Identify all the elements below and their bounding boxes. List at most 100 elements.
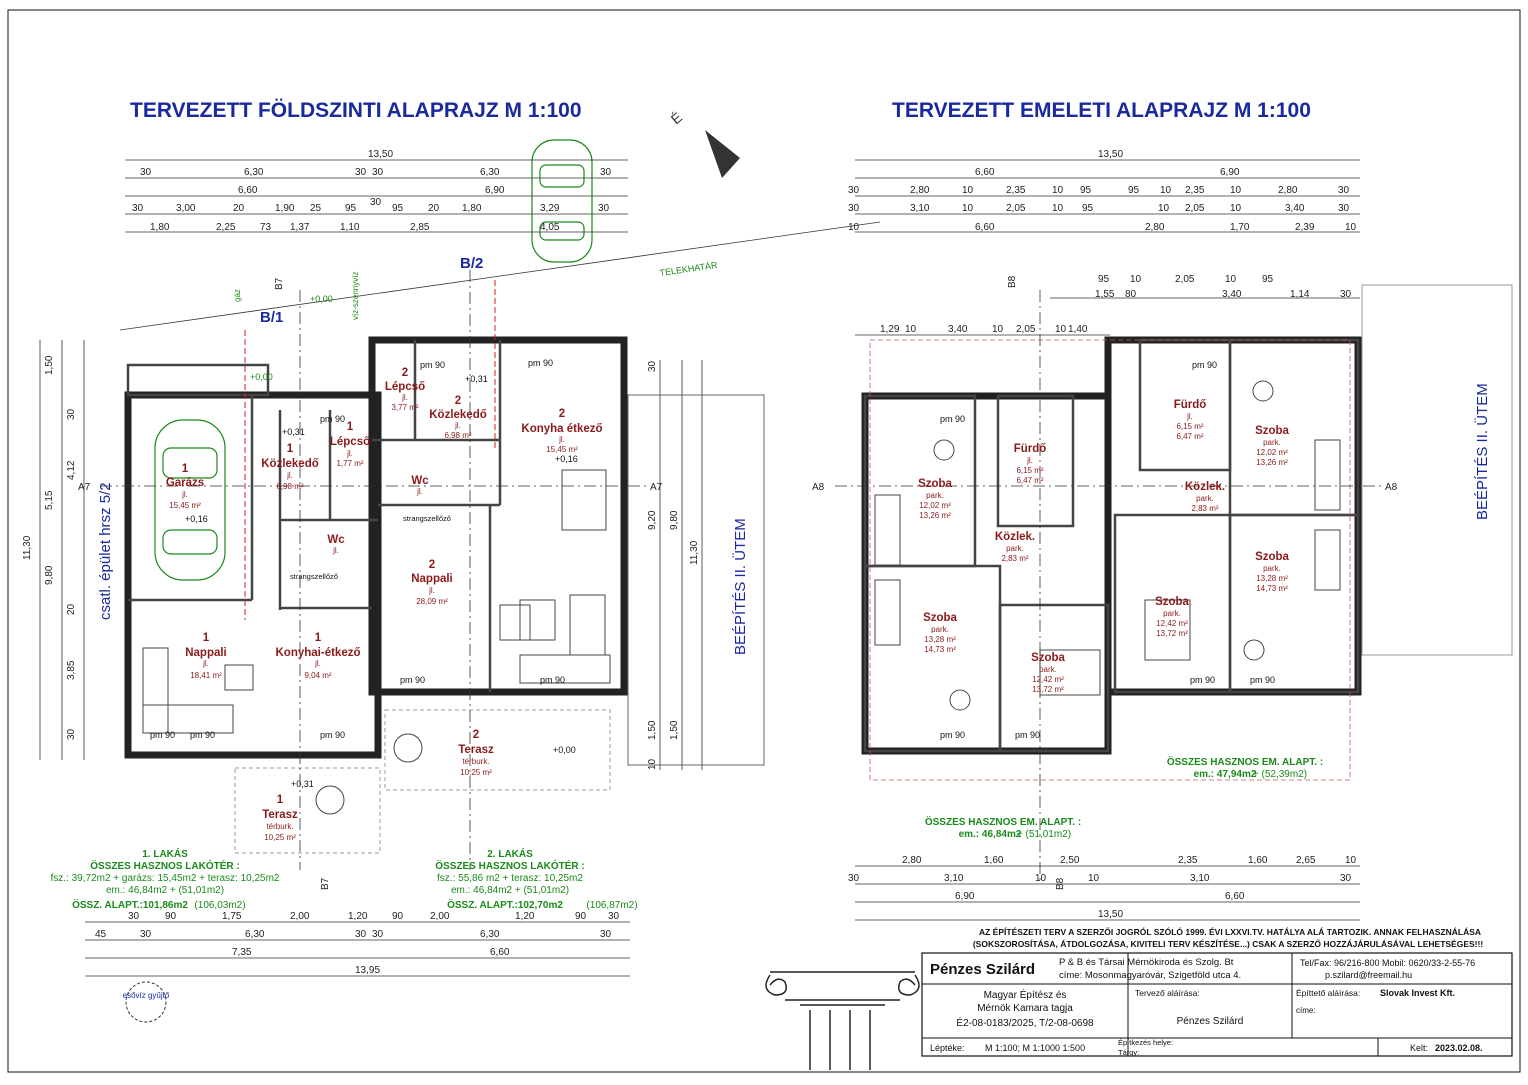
- plan-text-141: jl.: [1026, 456, 1033, 465]
- dim-g-l-1: 30: [66, 408, 77, 420]
- plan-text-128: 10: [1055, 324, 1067, 335]
- plan-text-54: (106,03m2): [194, 900, 245, 911]
- plan-text-33: 1: [203, 632, 210, 644]
- plan-text-10: Lépcső: [330, 436, 370, 448]
- plan-text-66: 90: [392, 911, 404, 922]
- plan-text-170: Szoba: [1255, 551, 1289, 563]
- plan-text-5: 1: [287, 443, 294, 455]
- ground-right-dimensions: 30 9,20 9,80 11,30 1,50 1,50 10: [647, 360, 703, 770]
- plan-text-41: 1: [277, 794, 284, 806]
- strang-label-1: strangszellőző: [290, 572, 338, 581]
- plan-text-151: Szoba: [1031, 652, 1065, 664]
- plan-text-155: Fürdő: [1174, 399, 1207, 411]
- dim-g-r-4: 1,50: [647, 720, 658, 740]
- water-label: víz-szennyvíz: [351, 272, 360, 320]
- plan-text-34: Nappali: [185, 647, 227, 659]
- plan-text-52: em.: 46,84m2 + (51,01m2): [106, 885, 224, 896]
- firm-phone: Tel/Fax: 96/216-800 Mobil: 0620/33-2-55-…: [1300, 958, 1475, 968]
- plan-text-186: 10: [1345, 855, 1357, 866]
- dim-g-r2-2: 30: [355, 167, 367, 178]
- plan-text-80: 13,95: [355, 965, 380, 976]
- dim-g-l-2: 4,12: [66, 460, 77, 480]
- summary-upper-2: ÖSSZES HASZNOS EM. ALAPT. : em.: 47,94m2…: [1167, 755, 1323, 780]
- plan-text-123: 1,29: [880, 324, 900, 335]
- axis-a7-left: A7: [78, 482, 91, 493]
- rainwater-label: esővíz gyűjtő: [123, 991, 170, 1000]
- plan-text-17: 2: [455, 395, 461, 407]
- plan-text-59: ÖSSZ. ALAPT.:102,70m2: [447, 898, 563, 911]
- plan-text-193: 6,90: [955, 891, 975, 902]
- designer-signature-label: Tervező aláírása:: [1135, 988, 1200, 998]
- ground-bottom-dimensions: 30 90 1,75 2,00 1,20 90 2,00 1,20 90 30 …: [85, 911, 630, 977]
- plan-text-195: 13,50: [1098, 909, 1123, 920]
- plan-text-133: pm 90: [1190, 675, 1215, 685]
- plan-text-89: 95: [1080, 185, 1092, 196]
- plan-text-88: 10: [1052, 185, 1064, 196]
- plan-text-94: 2,80: [1278, 185, 1298, 196]
- plan-text-144: Közlek.: [995, 531, 1035, 543]
- plan-text-158: 6,47 m²: [1176, 432, 1203, 441]
- plan-text-86: 10: [962, 185, 974, 196]
- plan-text-38: Konyhai-étkező: [276, 647, 361, 659]
- dim-g-r2-1: 6,30: [244, 167, 264, 178]
- plan-text-125: 3,40: [948, 324, 968, 335]
- dim-g-l-0: 1,50: [44, 355, 55, 375]
- phase2-label-upper: BEÉPÍTÉS II. ÜTEM: [1473, 383, 1491, 520]
- plan-text-43: térburk.: [266, 822, 293, 831]
- plan-text-93: 10: [1230, 185, 1242, 196]
- dining-table-icon: [499, 469, 611, 684]
- plan-text-70: 30: [608, 911, 620, 922]
- plan-text-67: 2,00: [430, 911, 450, 922]
- plan-text-180: 2,80: [902, 855, 922, 866]
- plan-text-91: 10: [1160, 185, 1172, 196]
- plan-text-174: ÖSSZES HASZNOS EM. ALAPT. :: [925, 815, 1081, 828]
- plan-text-101: 95: [1082, 203, 1094, 214]
- rainwater-tank: esővíz gyűjtő: [123, 981, 170, 1023]
- plan-text-30: Nappali: [411, 573, 453, 585]
- plan-text-188: 3,10: [944, 873, 964, 884]
- parked-car-outline: [531, 139, 593, 263]
- dim-g-r2-0: 30: [140, 167, 152, 178]
- plan-text-11: jl.: [346, 449, 353, 458]
- plan-text-164: park.: [1196, 494, 1214, 503]
- plan-text-83: 6,90: [1220, 167, 1240, 178]
- plan-text-139: 13,26 m²: [919, 511, 951, 520]
- plan-text-130: pm 90: [940, 414, 965, 424]
- plan-text-2: Garázs: [166, 477, 204, 489]
- plan-text-71: 45: [95, 929, 107, 940]
- garage-car-outline: [154, 419, 226, 581]
- dim-g-r-1: 9,20: [647, 510, 658, 530]
- plan-text-136: Szoba: [918, 478, 952, 490]
- ground-floor-plan: [100, 221, 881, 870]
- plan-text-37: 1: [315, 632, 322, 644]
- site-label: Építkezés helye:: [1118, 1038, 1173, 1047]
- plan-text-124: 10: [905, 324, 917, 335]
- scale-label: Léptéke:: [930, 1043, 965, 1053]
- plan-text-15: jl.: [401, 393, 408, 402]
- plan-text-13: 2: [402, 367, 408, 379]
- firm-email: p.szilard@freemail.hu: [1325, 970, 1412, 980]
- upper-bottom-dimensions: 2,80 1,60 2,50 2,35 1,60 2,65 10 30 3,10…: [848, 855, 1360, 921]
- plan-text-81: 13,50: [1098, 149, 1123, 160]
- plan-text-154: 13,72 m²: [1032, 685, 1064, 694]
- axis-a7-right: A7: [650, 482, 663, 493]
- plan-text-152: park.: [1039, 665, 1057, 674]
- plan-text-97: 3,10: [910, 203, 930, 214]
- plan-text-69: 90: [575, 911, 587, 922]
- gas-label: gáz: [233, 289, 242, 302]
- ground-unit2-outline: [368, 336, 628, 696]
- plan-text-169: 13,72 m²: [1156, 629, 1188, 638]
- level-terrace1: +0,31: [291, 779, 314, 789]
- dim-g-r5-5: 2,85: [410, 222, 430, 233]
- plan-text-103: 2,05: [1185, 203, 1205, 214]
- plan-text-72: 30: [140, 929, 152, 940]
